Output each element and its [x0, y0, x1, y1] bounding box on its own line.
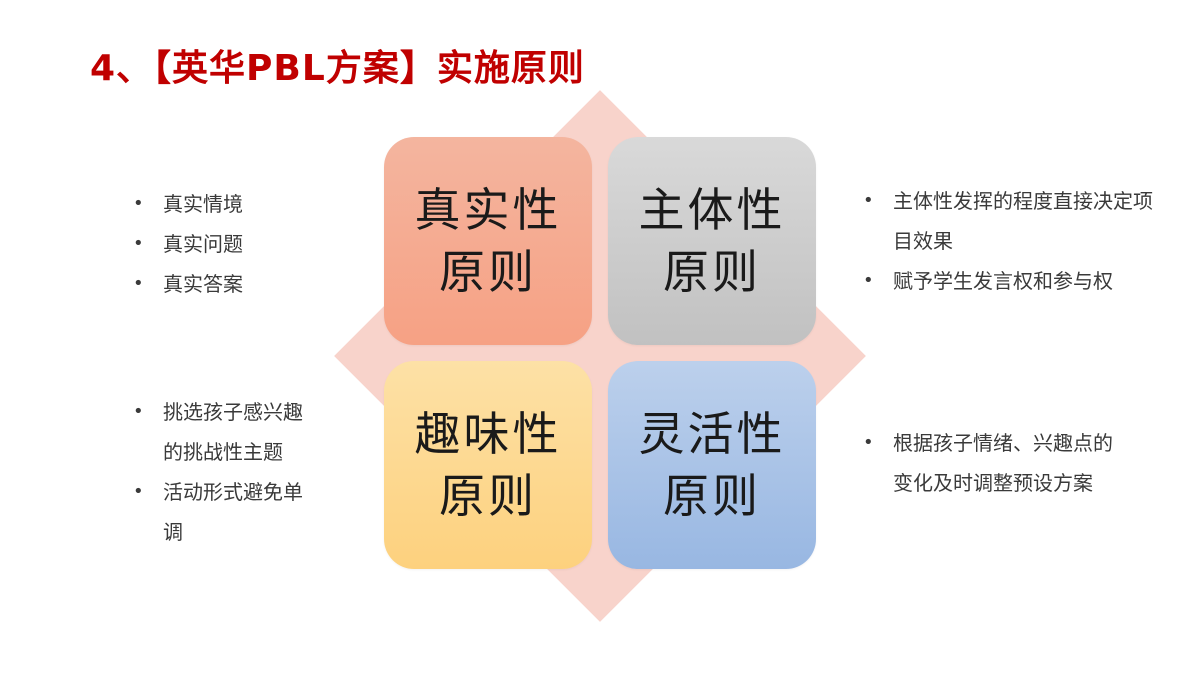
list-item: 真实情境	[133, 184, 313, 224]
authenticity-bullet-list: 真实情境 真实问题 真实答案	[133, 184, 313, 304]
tile-label-line1: 灵活性	[638, 407, 786, 461]
flexibility-bullet-list: 根据孩子情绪、兴趣点的变化及时调整预设方案	[863, 423, 1123, 503]
tile-label-line2: 原则	[439, 245, 537, 299]
list-item: 活动形式避免单调	[133, 472, 313, 552]
list-item: 根据孩子情绪、兴趣点的变化及时调整预设方案	[863, 423, 1123, 503]
tile-label-line1: 主体性	[638, 183, 786, 237]
principle-flexibility-tile: 灵活性 原则	[608, 361, 816, 569]
list-item: 真实问题	[133, 224, 313, 264]
interest-bullet-list: 挑选孩子感兴趣的挑战性主题 活动形式避免单调	[133, 392, 313, 552]
subjectivity-bullet-list: 主体性发挥的程度直接决定项目效果 赋予学生发言权和参与权	[863, 181, 1153, 301]
list-item: 挑选孩子感兴趣的挑战性主题	[133, 392, 313, 472]
list-item: 主体性发挥的程度直接决定项目效果	[863, 181, 1153, 261]
tile-label-line1: 趣味性	[414, 407, 562, 461]
tile-label-line2: 原则	[663, 469, 761, 523]
principle-subjectivity-tile: 主体性 原则	[608, 137, 816, 345]
tile-label-line2: 原则	[663, 245, 761, 299]
list-item: 真实答案	[133, 264, 313, 304]
list-item: 赋予学生发言权和参与权	[863, 261, 1153, 301]
tile-label-line2: 原则	[439, 469, 537, 523]
tile-label-line1: 真实性	[414, 183, 562, 237]
principle-interest-tile: 趣味性 原则	[384, 361, 592, 569]
principle-authenticity-tile: 真实性 原则	[384, 137, 592, 345]
page-title: 4、【英华PBL方案】实施原则	[90, 48, 585, 89]
